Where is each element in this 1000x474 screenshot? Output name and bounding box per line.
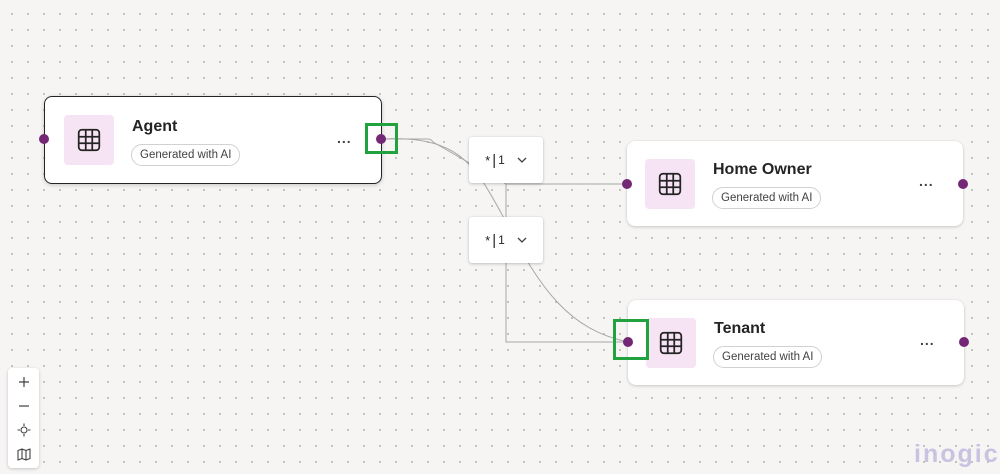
generated-with-ai-badge: Generated with AI (712, 187, 822, 209)
zoom-out-icon[interactable] (8, 394, 39, 418)
zoom-controls (8, 368, 39, 468)
table-card-home-owner[interactable]: Home Owner Generated with AI ... (627, 141, 963, 226)
table-card-tenant[interactable]: Tenant Generated with AI ... (628, 300, 964, 385)
cardinality-many: * (485, 152, 491, 168)
table-card-agent[interactable]: Agent Generated with AI ... (44, 96, 382, 184)
cardinality-many: * (485, 232, 491, 248)
minimap-icon[interactable] (8, 442, 39, 466)
more-options-button[interactable]: ... (920, 332, 935, 348)
relationship-cardinality-homeowner[interactable]: * | 1 (469, 137, 543, 183)
inogic-watermark: inogic (914, 440, 1000, 468)
connection-port-homeowner-left[interactable] (622, 179, 632, 189)
generated-with-ai-badge: Generated with AI (713, 346, 823, 368)
connection-port-agent-right[interactable] (376, 134, 386, 144)
table-title: Tenant (714, 320, 766, 337)
chevron-down-icon (517, 157, 527, 163)
cardinality-one: 1 (498, 153, 505, 167)
highlight-box-agent-port (365, 123, 398, 154)
table-title: Home Owner (713, 161, 812, 178)
generated-with-ai-badge: Generated with AI (131, 144, 241, 166)
table-grid-icon (646, 318, 696, 368)
table-grid-icon (645, 159, 695, 209)
connection-port-homeowner-right[interactable] (958, 179, 968, 189)
fit-view-icon[interactable] (8, 418, 39, 442)
connection-port-tenant-right[interactable] (959, 337, 969, 347)
table-title: Agent (132, 118, 178, 135)
highlight-box-tenant-port (613, 319, 649, 360)
chevron-down-icon (517, 237, 527, 243)
more-options-button[interactable]: ... (919, 173, 934, 189)
cardinality-one: 1 (498, 233, 505, 247)
connection-port-agent-left[interactable] (39, 134, 49, 144)
relationship-cardinality-tenant[interactable]: * | 1 (469, 217, 543, 263)
more-options-button[interactable]: ... (337, 130, 352, 146)
zoom-in-icon[interactable] (8, 370, 39, 394)
connector-tenant-elbow (505, 184, 628, 343)
table-grid-icon (64, 115, 114, 165)
connection-port-tenant-left[interactable] (623, 337, 633, 347)
